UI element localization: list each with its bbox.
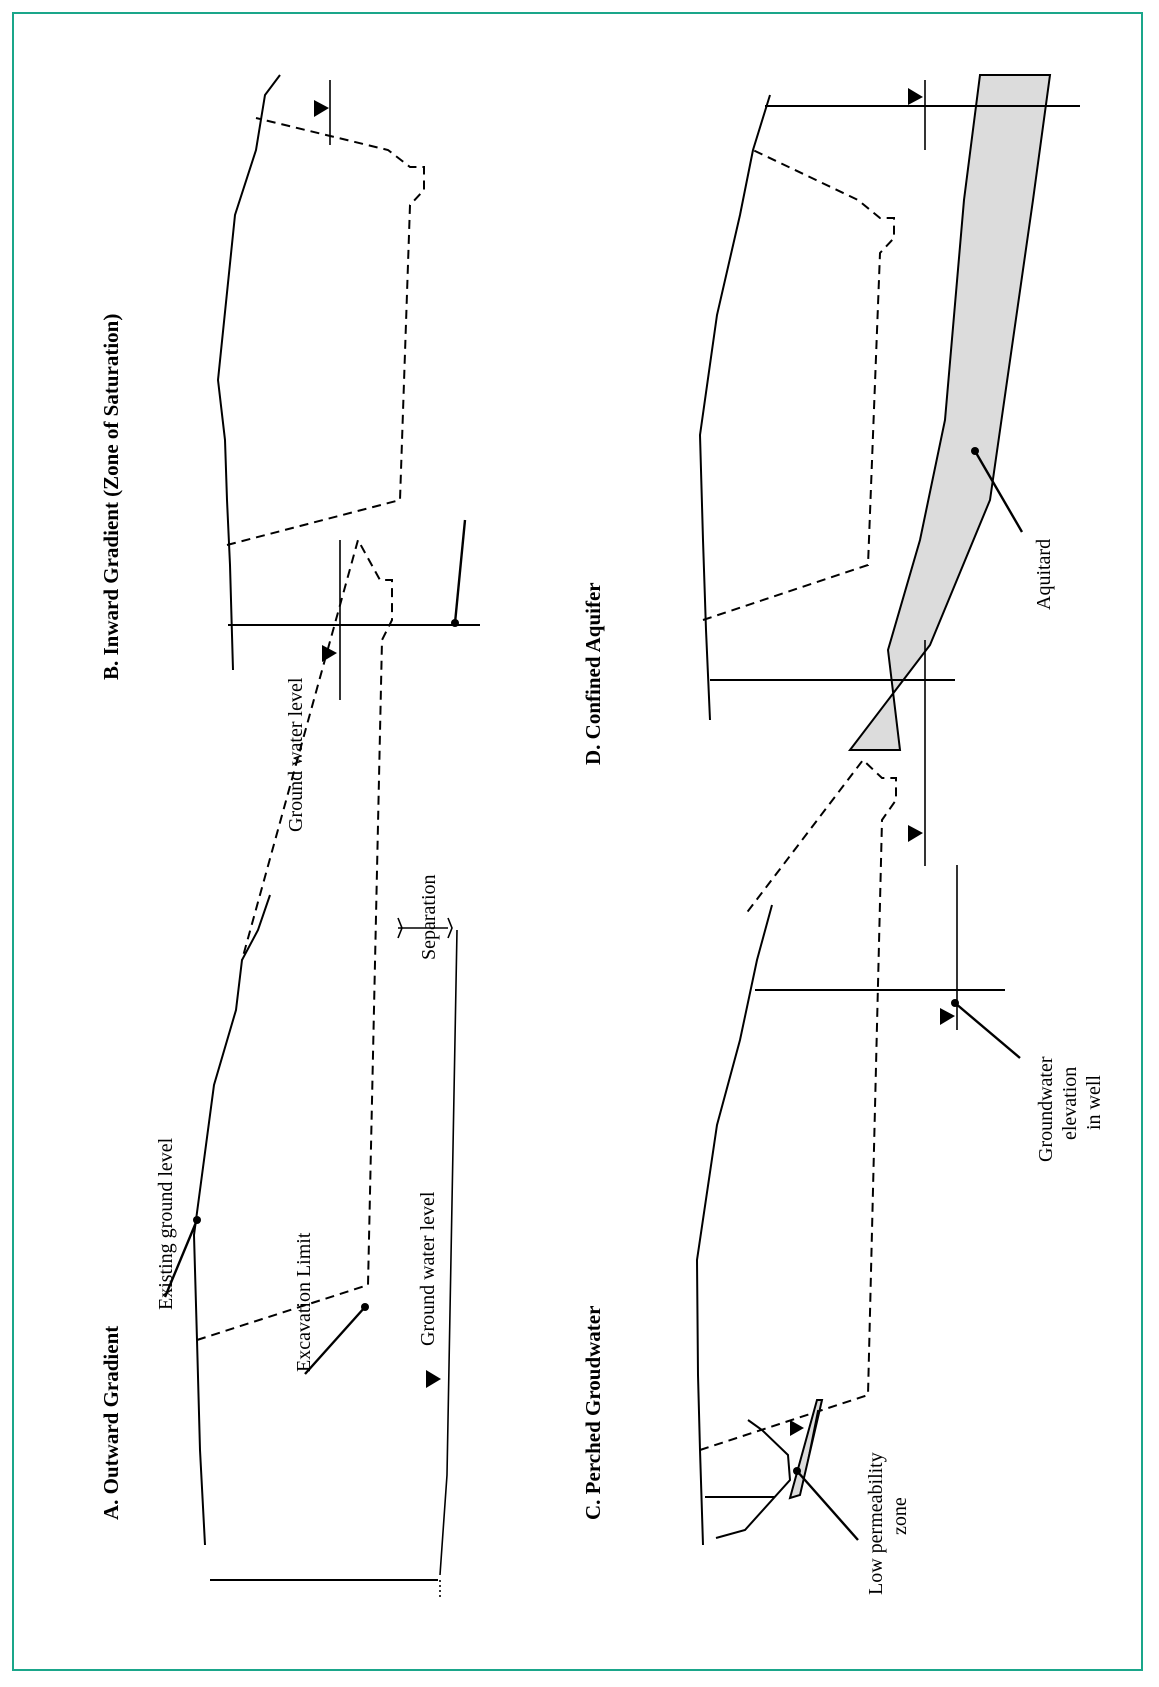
figure-frame [12, 12, 1143, 1671]
existing-ground-level-label: Existing ground level [155, 1137, 177, 1310]
panel-b-ground-water-leader [453, 519, 467, 624]
panel-a-excavation-dot [361, 1303, 369, 1311]
panel-c-excavation-limit [699, 758, 897, 1451]
panel-a-separation-bracket [397, 917, 453, 939]
ground-water-level-label-b: Ground water level [285, 677, 307, 832]
groundwater-elevation-label-line2: elevation [1059, 1067, 1081, 1140]
panel-b: B. Inward Gradient (Zone of Saturation) … [99, 74, 480, 832]
panel-a: A. Outward Gradient Existing ground leve… [99, 537, 458, 1600]
aquitard-label: Aquitard [1033, 539, 1055, 610]
panel-c-groundwater-elevation-dot [951, 999, 959, 1007]
low-permeability-label-line2: zone [889, 1497, 911, 1535]
panel-a-excavation-limit [196, 537, 393, 1341]
panel-c: C. Perched Groudwater Low permeability z… [581, 758, 1105, 1595]
excavation-limit-label: Excavation Limit [293, 1232, 315, 1372]
panel-d-aquitard-dot [971, 447, 979, 455]
low-permeability-label-line1: Low permeability [865, 1452, 887, 1595]
panel-c-existing-ground-line [695, 904, 773, 1546]
panel-d-water-level-triangle-left [908, 825, 923, 842]
panel-c-perched-water-line [807, 1409, 819, 1461]
panel-d-excavation-limit [702, 149, 895, 621]
panel-a-existing-ground-leader [163, 1219, 199, 1298]
groundwater-elevation-label-line1: Groundwater [1035, 1056, 1057, 1162]
panel-a-title: A. Outward Gradient [99, 1326, 123, 1520]
panel-b-title: B. Inward Gradient (Zone of Saturation) [99, 314, 123, 680]
panel-b-water-level-triangle-right [314, 100, 329, 117]
panel-d-title: D. Confined Aquifer [581, 582, 605, 765]
panel-b-existing-ground-line [216, 74, 281, 671]
groundwater-elevation-label-line3: in well [1083, 1075, 1105, 1130]
panel-c-groundwater-elevation-leader [954, 1002, 1021, 1059]
panel-c-low-permeability-dot [793, 1467, 801, 1475]
panel-d-water-level-triangle-right [908, 88, 923, 105]
panel-d-aquitard-leader [973, 450, 1024, 533]
panel-a-existing-ground-line [192, 894, 271, 1546]
panel-b-excavation-limit [226, 117, 425, 546]
panel-b-ground-water-dot [451, 619, 459, 627]
ground-water-level-label-a: Ground water level [417, 1191, 439, 1346]
panel-c-low-permeability-leader [796, 1470, 859, 1541]
panel-c-perched-triangle [790, 1420, 804, 1436]
panel-a-excavation-leader [304, 1306, 366, 1375]
panel-a-existing-ground-dot [193, 1216, 201, 1224]
panel-c-perched-outline [715, 1419, 792, 1539]
panel-c-title: C. Perched Groudwater [581, 1306, 605, 1520]
separation-label: Separation [418, 874, 440, 960]
panel-a-ground-water-level-line [439, 929, 458, 1576]
panel-c-well-water-triangle [940, 1008, 955, 1025]
panel-d-aquitard [847, 74, 1052, 751]
panel-d-existing-ground-line [698, 94, 771, 721]
panel-a-water-level-triangle [426, 1370, 441, 1388]
panel-d: D. Confined Aquifer Aquitard [581, 74, 1080, 866]
panel-b-water-level-triangle-left [322, 645, 337, 662]
